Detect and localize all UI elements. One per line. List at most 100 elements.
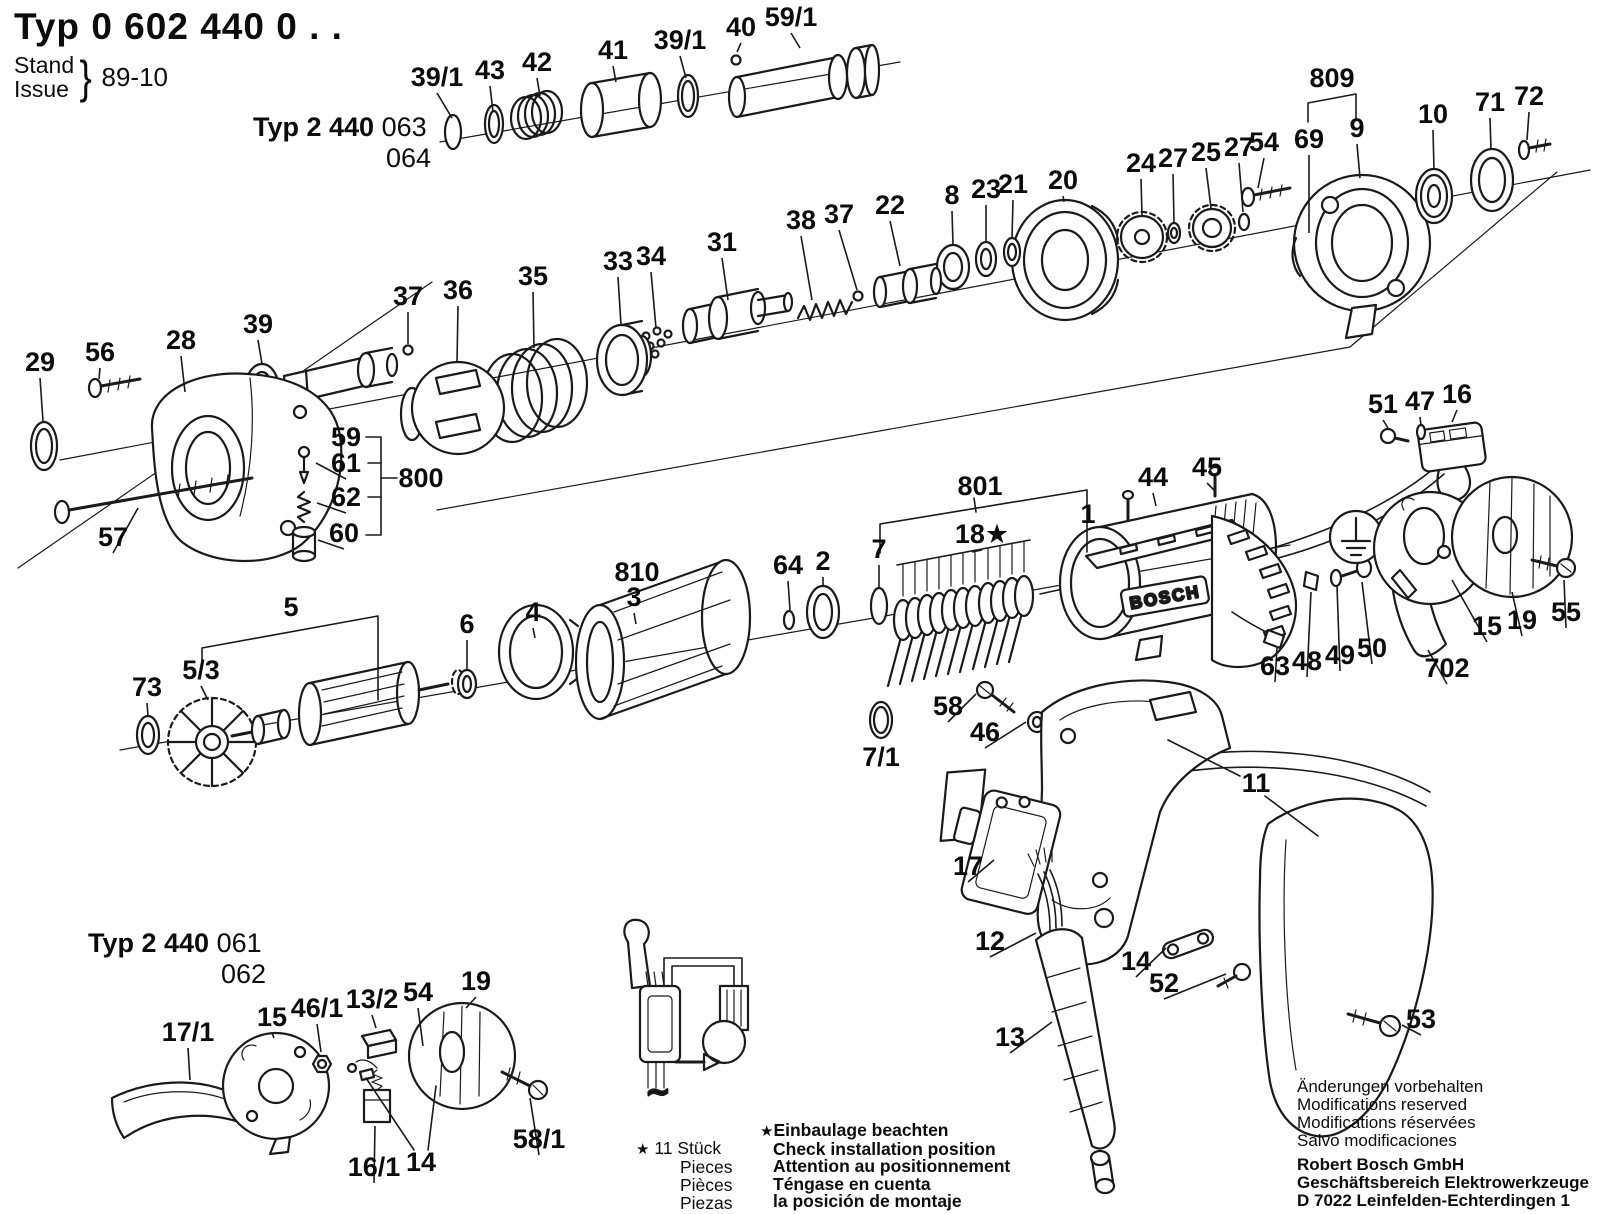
issue-block: Stand Issue } 89-10 — [14, 50, 343, 104]
leader-line — [371, 1014, 377, 1029]
part-number-label: 71 — [1475, 87, 1505, 117]
part-number-label: 39/1 — [654, 25, 707, 55]
part-number-label: 16/1 — [348, 1152, 401, 1182]
leader-line — [989, 932, 1037, 958]
bosch-logo-plate: BOSCH — [1119, 575, 1210, 618]
legend-qty-line: Pieces — [680, 1157, 733, 1177]
leader-line — [417, 1007, 424, 1047]
bearing-plate-15b — [221, 1031, 331, 1156]
leader-line — [146, 702, 149, 717]
shaft-31 — [681, 287, 794, 345]
top-parts-group — [443, 43, 881, 151]
variant-label-061-062: Typ 2 440 061 062 — [88, 928, 266, 990]
part-number-label: 29 — [25, 347, 55, 377]
part-number-label: 59/1 — [765, 2, 818, 32]
spindle-59-1 — [727, 43, 881, 119]
part-number-label: 810 — [614, 557, 659, 587]
leader-line — [1163, 973, 1227, 1000]
cable-12 — [1027, 847, 1063, 931]
part-number-label: 15 — [257, 1002, 287, 1032]
clutch-36 — [399, 360, 506, 456]
bearing-8 — [935, 243, 971, 291]
part-number-label: 52 — [1149, 968, 1179, 998]
part-number-label: 801 — [957, 471, 1002, 501]
motor-housing-1: BOSCH — [1058, 492, 1278, 662]
part-number-label: 54 — [403, 977, 433, 1007]
leader-line — [1152, 492, 1157, 507]
part-number-label: 47 — [1405, 386, 1435, 416]
shaft-22 — [872, 262, 943, 309]
part-number-label: 37 — [824, 199, 854, 229]
part-number-label: 22 — [875, 190, 905, 220]
legend-note: ★Einbaulage beachten Check installation … — [760, 1120, 1010, 1211]
leader-line — [617, 276, 622, 326]
legend-qty-line: Pièces — [680, 1175, 733, 1195]
star-icon: ★ — [636, 1141, 650, 1158]
leader-line — [456, 305, 459, 363]
legend-note-first: Einbaulage beachten — [773, 1120, 949, 1140]
variant-top-label: Typ 2 440 — [253, 112, 375, 142]
part-number-label: 25 — [1191, 137, 1221, 167]
part-number-label: 15 — [1472, 611, 1502, 641]
part-number-label: 3 — [626, 582, 641, 612]
leader-line — [317, 539, 345, 550]
screw-57 — [53, 472, 254, 525]
part-number-label: 7/1 — [862, 742, 900, 772]
leader-line — [1427, 649, 1448, 685]
legend-qty-first: 11 Stück — [654, 1138, 722, 1158]
part-number-label: 800 — [398, 463, 443, 493]
leader-line — [721, 257, 729, 301]
part-number-label: 18★ — [955, 519, 1009, 549]
part-number-label: 61 — [331, 448, 361, 478]
leader-line — [1206, 482, 1215, 491]
leader-line — [1009, 1021, 1053, 1054]
variant-label-063-064: Typ 2 440 063 064 — [253, 112, 431, 174]
part-number-label: 72 — [1514, 81, 1544, 111]
leader-line — [1489, 117, 1492, 151]
leader-line — [1419, 416, 1422, 426]
connector-group — [1210, 421, 1577, 668]
part-number-label: 58 — [933, 691, 963, 721]
part-number-label: 42 — [522, 47, 552, 77]
leader-line — [316, 502, 347, 514]
leader-line — [200, 685, 209, 701]
ac-symbol: ~ — [645, 1075, 670, 1110]
leader-line — [1361, 581, 1373, 665]
nut-46-1 — [311, 1054, 333, 1074]
part-number-label: 40 — [726, 12, 756, 42]
part-number-label: 41 — [598, 35, 628, 65]
part-number-label: 28 — [166, 325, 196, 355]
star-icon: ★ — [760, 1123, 774, 1140]
page-title: Typ 0 602 440 0 . . — [14, 6, 343, 48]
legend-qty-line: Piezas — [680, 1193, 733, 1213]
part-number-label: 43 — [475, 55, 505, 85]
armature-group: BOSCH — [135, 465, 1278, 788]
leader-line — [536, 77, 541, 97]
variant-061-group — [110, 1001, 549, 1156]
leader-line — [465, 996, 477, 1009]
leader-line — [967, 859, 995, 883]
bracket-809 — [1307, 93, 1357, 123]
part-number-label: 23 — [971, 174, 1001, 204]
part-number-label: 62 — [331, 482, 361, 512]
part-number-label: 27 — [1224, 132, 1254, 162]
screw-56 — [87, 375, 142, 399]
header: Typ 0 602 440 0 . . Stand Issue } 89-10 — [14, 6, 343, 104]
sleeve-33 — [595, 319, 653, 397]
part-number-label: 19 — [461, 966, 491, 996]
part-number-label: 31 — [707, 227, 737, 257]
handle-group — [868, 679, 1434, 1195]
part-number-label: 21 — [998, 169, 1028, 199]
part-number-label: 58/1 — [513, 1124, 566, 1154]
footer-note-line: Modifications réservées — [1297, 1113, 1476, 1132]
leader-line — [1451, 409, 1458, 423]
leader-line — [947, 693, 977, 723]
clutch-bell-20 — [1010, 198, 1120, 322]
leader-line — [1274, 647, 1278, 683]
